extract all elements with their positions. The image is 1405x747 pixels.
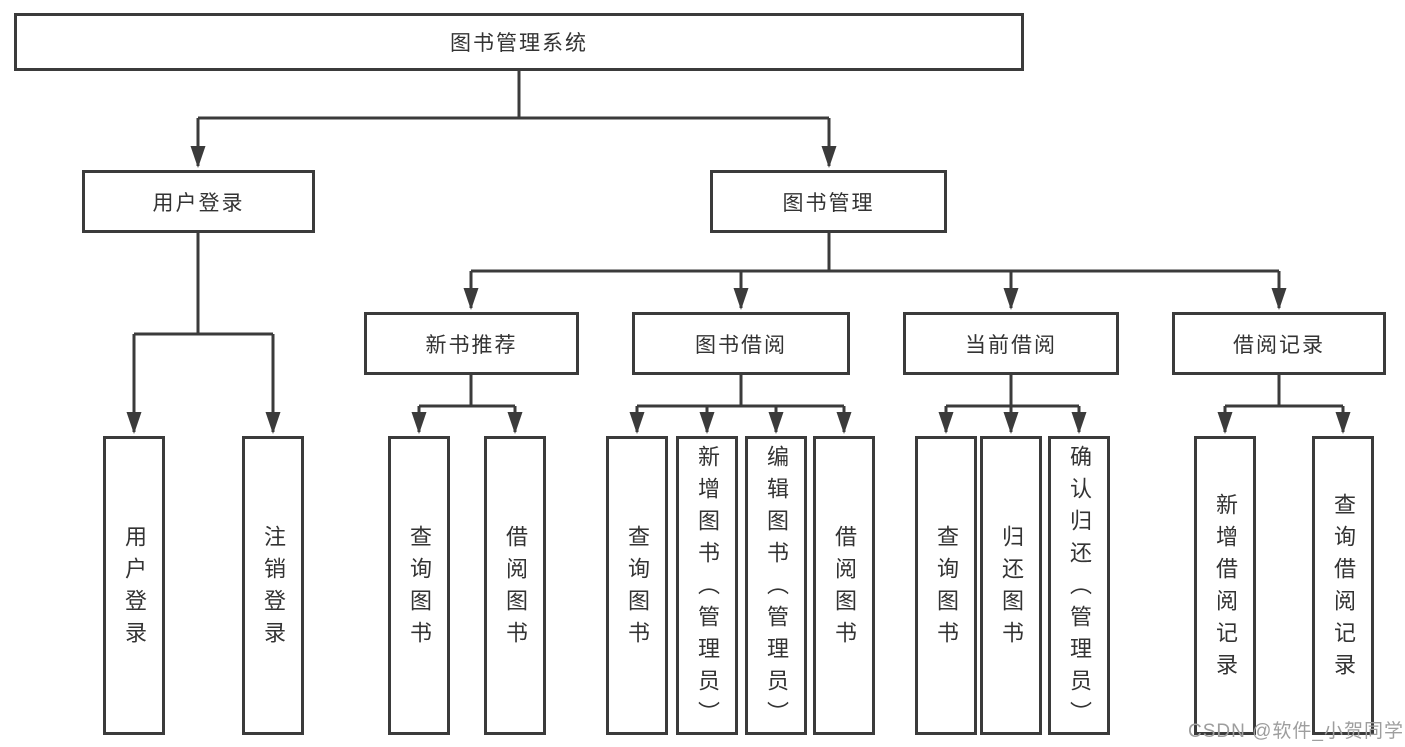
node-leaf-confirm-return-admin: 确认归还（管理员） (1048, 436, 1110, 735)
node-leaf-borrow-books-recommend: 借阅图书 (484, 436, 546, 735)
node-book-borrowing: 图书借阅 (632, 312, 850, 375)
node-current-borrowing: 当前借阅 (903, 312, 1119, 375)
node-leaf-logout: 注销登录 (242, 436, 304, 735)
node-leaf-add-borrow-record: 新增借阅记录 (1194, 436, 1256, 735)
node-book-management: 图书管理 (710, 170, 947, 233)
node-leaf-query-books-recommend: 查询图书 (388, 436, 450, 735)
node-leaf-add-books-admin: 新增图书（管理员） (676, 436, 738, 735)
node-leaf-query-books-current: 查询图书 (915, 436, 977, 735)
node-new-book-recommend: 新书推荐 (364, 312, 579, 375)
node-leaf-query-books-borrowing: 查询图书 (606, 436, 668, 735)
csdn-watermark: CSDN @软件_小贺同学 (1188, 721, 1404, 742)
node-leaf-borrow-books: 借阅图书 (813, 436, 875, 735)
node-leaf-user-login: 用户登录 (103, 436, 165, 735)
node-leaf-query-borrow-record: 查询借阅记录 (1312, 436, 1374, 735)
node-leaf-return-books: 归还图书 (980, 436, 1042, 735)
node-user-login-group: 用户登录 (82, 170, 315, 233)
node-library-management-system: 图书管理系统 (14, 13, 1024, 71)
node-leaf-edit-books-admin: 编辑图书（管理员） (745, 436, 807, 735)
node-borrowing-records: 借阅记录 (1172, 312, 1386, 375)
